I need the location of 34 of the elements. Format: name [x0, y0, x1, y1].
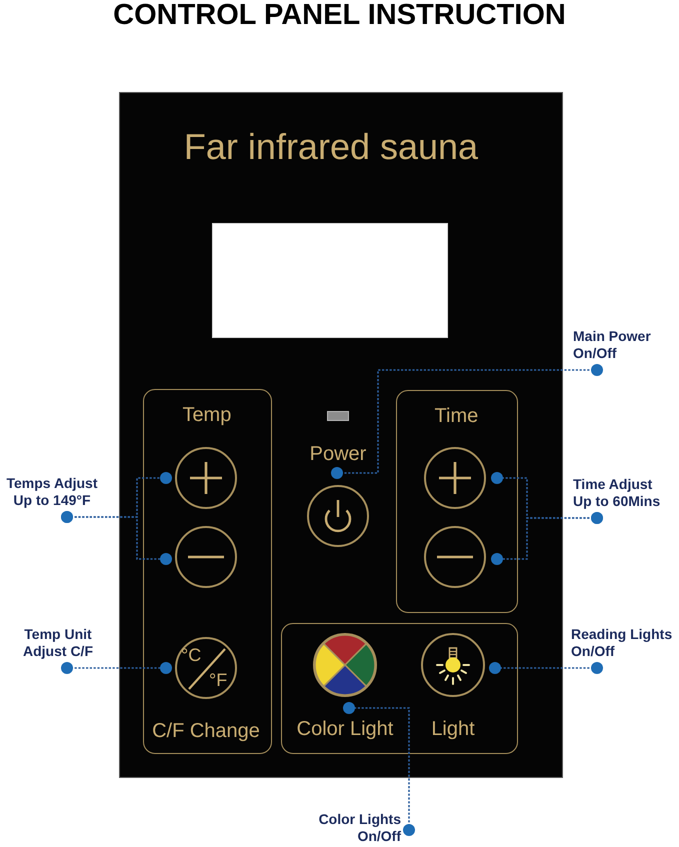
leader-line	[489, 662, 603, 674]
button-label: Light	[431, 717, 475, 741]
leader-line	[61, 662, 172, 674]
callout-text: Reading Lights On/Off	[571, 626, 674, 660]
unit-toggle-button	[175, 637, 237, 699]
control-group-panel	[396, 390, 518, 613]
leader-line	[491, 512, 603, 565]
unit-label: °C	[181, 645, 202, 665]
callout-text: Main Power On/Off	[573, 328, 652, 362]
leader-line	[331, 364, 603, 479]
callout-text: Color Lights On/Off	[317, 811, 401, 845]
control-group-panel	[143, 389, 272, 754]
control-panel	[119, 92, 563, 778]
control-group-panel	[281, 623, 518, 754]
group-heading: Time	[434, 404, 478, 428]
plus-button	[175, 447, 237, 509]
callout-text: Temps Adjust Up to 149°F	[6, 475, 98, 509]
light-button	[421, 633, 485, 697]
button-label: Color Light	[296, 717, 394, 741]
plus-button	[424, 447, 486, 509]
button-label: Power	[310, 442, 366, 466]
minus-button	[424, 526, 486, 588]
unit-label: °F	[209, 670, 228, 690]
page-title: CONTROL PANEL INSTRUCTION	[113, 0, 566, 33]
leader-line	[61, 511, 172, 565]
minus-button	[175, 526, 237, 588]
callout-text: Temp Unit Adjust C/F	[22, 626, 94, 660]
leader-line	[343, 702, 415, 836]
panel-heading: Far infrared sauna	[184, 125, 478, 168]
display-screen	[212, 223, 448, 338]
power-button	[307, 485, 369, 547]
group-heading: Temp	[182, 403, 232, 427]
button-label: C/F Change	[152, 719, 260, 743]
callout-text: Time Adjust Up to 60Mins	[573, 476, 662, 510]
